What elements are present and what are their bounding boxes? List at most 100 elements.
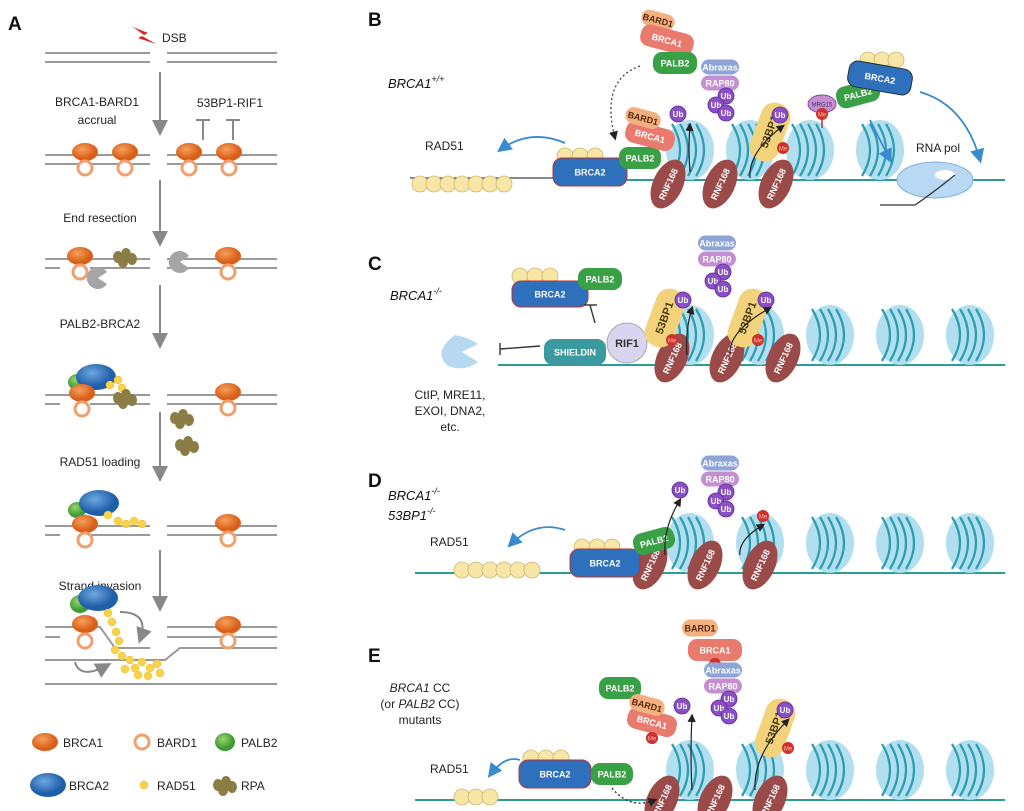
rnf168-shape	[697, 775, 733, 811]
nucleosome-shape	[786, 120, 834, 180]
dna-wrap	[811, 308, 822, 362]
bard1-shape	[625, 107, 661, 129]
rad51-bead	[887, 51, 905, 69]
brca1: BRCA1	[625, 120, 675, 152]
nucleosome-shape	[876, 740, 924, 800]
me: Me	[752, 334, 764, 346]
bard1-shape	[116, 159, 134, 177]
ub: Ub	[720, 707, 738, 725]
brca1-shape	[216, 143, 242, 161]
rna-pol-hole	[935, 170, 955, 180]
brca1-shape	[67, 247, 93, 265]
rad51-label-e: RAD51	[430, 762, 469, 776]
dna-wrap	[819, 743, 830, 797]
me-label: Me	[759, 515, 768, 521]
me-shape	[816, 108, 828, 120]
palb2-top-shape	[653, 52, 697, 74]
nucleosome-shape	[876, 513, 924, 573]
step-label-palb2-brca2: PALB2-BRCA2	[60, 317, 141, 331]
rap80-label: RAP80	[708, 682, 737, 692]
nucleosome-shape	[946, 513, 994, 573]
brca2-shape	[552, 157, 628, 187]
me-label: Me	[818, 113, 827, 119]
rap80-shape	[701, 471, 739, 487]
legend-rad51-icon	[139, 780, 149, 790]
bard1-shape	[71, 263, 89, 281]
rad51-bead	[481, 788, 499, 806]
ub-shape	[717, 500, 735, 518]
me-label: Me	[754, 339, 763, 345]
palb2-shape	[578, 268, 622, 290]
brca1-top: BRCA1	[688, 639, 742, 661]
dna-wrap	[811, 743, 822, 797]
rap80-shape	[698, 251, 736, 267]
rad51-label-d: RAD51	[430, 535, 469, 549]
rad51-release-arrow	[507, 526, 566, 548]
ub: Ub	[717, 104, 735, 122]
bard1-shape	[76, 159, 94, 177]
rif1: RIF1	[606, 322, 648, 364]
rnf168: RNF168	[758, 159, 794, 209]
me: Me	[757, 510, 769, 522]
abraxas: Abraxas	[701, 59, 739, 75]
brca1-shape	[176, 143, 202, 161]
brca2-shape	[569, 548, 641, 578]
abraxas-label: Abraxas	[702, 459, 738, 469]
prefix: (or	[380, 697, 398, 711]
brca1-shape	[112, 143, 138, 161]
nuclease-shape	[168, 251, 189, 274]
legend-brca2-icon	[30, 773, 66, 797]
palb2-free-label: PALB2	[606, 684, 635, 694]
brca2: BRCA2	[511, 280, 589, 308]
palb2-free: PALB2	[599, 677, 641, 699]
dna-wrap	[671, 516, 682, 570]
rpa-shape	[127, 394, 137, 406]
ub-label: Ub	[714, 704, 725, 713]
rad51-shape	[152, 659, 162, 669]
me-shape	[757, 510, 769, 522]
abraxas: Abraxas	[704, 662, 742, 678]
genotype-d-2-gene: 53BP1	[388, 508, 427, 523]
nucleosome-shape	[856, 120, 904, 180]
dna-strand	[45, 647, 277, 661]
ub-shape	[673, 697, 691, 715]
brca1-shape	[72, 143, 98, 161]
dna-wrap	[799, 123, 810, 177]
brca1-top-label: BRCA1	[699, 646, 730, 656]
dna-wrap	[951, 743, 962, 797]
abraxas: Abraxas	[701, 455, 739, 471]
abraxas-label: Abraxas	[702, 63, 738, 73]
brca2-right-shape	[847, 60, 913, 96]
ubiquitination-arrow	[687, 713, 696, 791]
rnf168-shape	[765, 333, 801, 383]
bard1: BARD1	[629, 694, 665, 716]
genotype-e-1: BRCA1 CC	[390, 681, 451, 695]
legend-palb2-icon	[215, 733, 235, 751]
bard1-top-label: BARD1	[684, 624, 715, 634]
panel-label-e: E	[368, 646, 381, 667]
palb2-top-label: PALB2	[661, 59, 690, 69]
ubiquitination-arrow	[754, 718, 790, 791]
rpa-shape	[189, 441, 199, 453]
ub-label: Ub	[673, 110, 684, 119]
dna-wrap	[819, 308, 830, 362]
nuclease-shape	[86, 267, 107, 289]
nuclease-pacman-icon	[441, 335, 478, 369]
shieldin-label: SHIELDIN	[554, 348, 596, 358]
rnf168: RNF168	[702, 159, 738, 209]
dna-wrap	[889, 743, 900, 797]
rnf168: RNF168	[650, 159, 686, 209]
ubiquitination-arrow	[685, 122, 694, 173]
brca1-shape	[625, 120, 675, 152]
rad51-bead	[495, 175, 513, 193]
ub-label: Ub	[761, 296, 772, 305]
bard1-top-shape	[682, 619, 718, 637]
rad51-shape	[137, 519, 147, 529]
brca1-shape	[72, 615, 98, 633]
rad51-shape	[113, 375, 123, 385]
genotype-b-gene: BRCA1	[388, 76, 431, 91]
rad51-shape	[107, 617, 117, 627]
dna-wrap	[881, 516, 892, 570]
rad51-shape	[137, 657, 147, 667]
rpa-shape	[184, 414, 194, 426]
